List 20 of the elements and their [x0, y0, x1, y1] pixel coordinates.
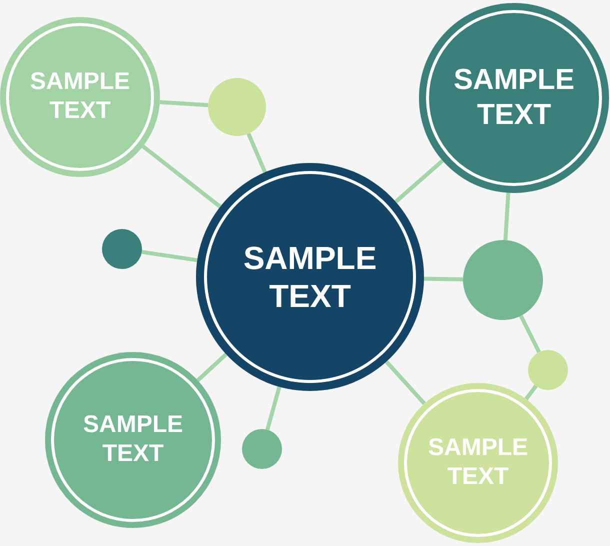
circle-label: SAMPLE TEXT [428, 434, 528, 492]
connector-line [141, 250, 198, 262]
circle-label: SAMPLE TEXT [30, 68, 130, 126]
connector-line [265, 386, 282, 430]
connector-line [524, 384, 538, 400]
small-circle [242, 429, 282, 469]
circle-label: SAMPLE TEXT [454, 63, 574, 133]
small-circle [102, 229, 142, 269]
connector-line [160, 100, 208, 108]
connector-line [503, 192, 510, 240]
connector-line [519, 314, 541, 353]
small-circle [528, 350, 568, 390]
connector-line [424, 276, 464, 282]
connector-line [142, 144, 222, 208]
connector-line [394, 159, 444, 204]
connector-line [196, 352, 228, 382]
connector-line [246, 132, 267, 174]
circle-label: SAMPLE TEXT [82, 411, 183, 469]
circle-label: SAMPLE TEXT [243, 238, 377, 316]
connector-line [384, 360, 426, 405]
